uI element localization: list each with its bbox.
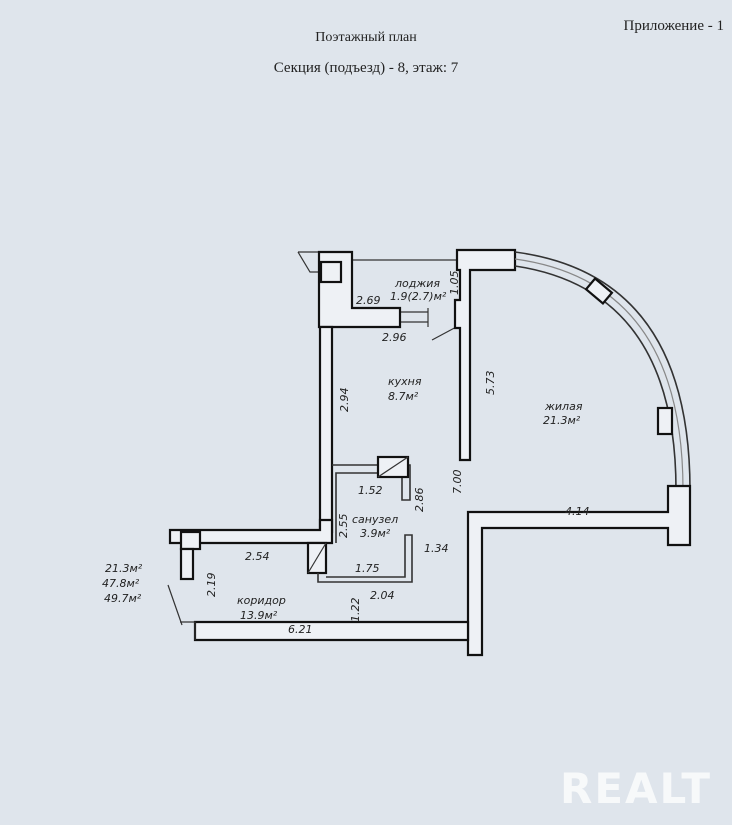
dim-1-75: 1.75 bbox=[355, 562, 380, 575]
kitchen-area: 8.7м² bbox=[388, 390, 419, 403]
loggia-name: лоджия bbox=[394, 277, 440, 290]
wall-arc-inner bbox=[514, 265, 677, 491]
dim-2-04: 2.04 bbox=[370, 589, 395, 602]
total-1: 21.3м² bbox=[105, 562, 143, 575]
wall-kitchen-left bbox=[318, 325, 334, 534]
dim-2-55: 2.55 bbox=[337, 514, 350, 539]
dim-5-73: 5.73 bbox=[484, 371, 497, 396]
dim-6-21: 6.21 bbox=[288, 623, 313, 636]
dim-4-14: 4.14 bbox=[565, 505, 590, 518]
loggia-area: 1.9(2.7)м² bbox=[390, 290, 447, 303]
watermark-logo: REALT bbox=[560, 764, 712, 813]
wall-living-bottom bbox=[466, 484, 692, 657]
column-2 bbox=[179, 530, 202, 551]
wall-stub bbox=[179, 547, 195, 581]
dim-1-22: 1.22 bbox=[349, 598, 362, 623]
corridor-area: 13.9м² bbox=[240, 609, 278, 622]
dim-2-96: 2.96 bbox=[382, 331, 407, 344]
window-2 bbox=[656, 406, 674, 436]
bathroom-area: 3.9м² bbox=[360, 527, 391, 540]
window-1 bbox=[584, 277, 614, 305]
wall-top-right bbox=[453, 248, 517, 462]
dim-2-19: 2.19 bbox=[205, 573, 218, 598]
dim-2-94: 2.94 bbox=[338, 388, 351, 413]
dim-2-54: 2.54 bbox=[245, 550, 270, 563]
wall-corridor-bottom bbox=[193, 620, 470, 642]
dim-1-52: 1.52 bbox=[358, 484, 383, 497]
total-3: 49.7м² bbox=[104, 592, 142, 605]
column bbox=[319, 260, 343, 284]
wall-corridor-top bbox=[168, 518, 334, 545]
dim-7-00: 7.00 bbox=[451, 470, 464, 495]
appendix-label: Приложение - 1 bbox=[623, 18, 724, 34]
wall-bathroom bbox=[332, 464, 411, 543]
dim-1-05: 1.05 bbox=[448, 271, 461, 296]
kitchen-name: кухня bbox=[388, 375, 422, 388]
living-name: жилая bbox=[544, 400, 583, 413]
dim-1-34: 1.34 bbox=[424, 542, 449, 555]
corridor-name: коридор bbox=[237, 594, 286, 607]
bathroom-name: санузел bbox=[352, 513, 398, 526]
wall-arc-outer bbox=[514, 251, 691, 491]
dim-2-86: 2.86 bbox=[413, 488, 426, 513]
dim-2-69: 2.69 bbox=[356, 294, 381, 307]
plan-title: Поэтажный план bbox=[315, 30, 417, 45]
plan-subtitle: Секция (подъезд) - 8, этаж: 7 bbox=[273, 60, 459, 76]
total-2: 47.8м² bbox=[102, 577, 140, 590]
living-area: 21.3м² bbox=[543, 414, 581, 427]
